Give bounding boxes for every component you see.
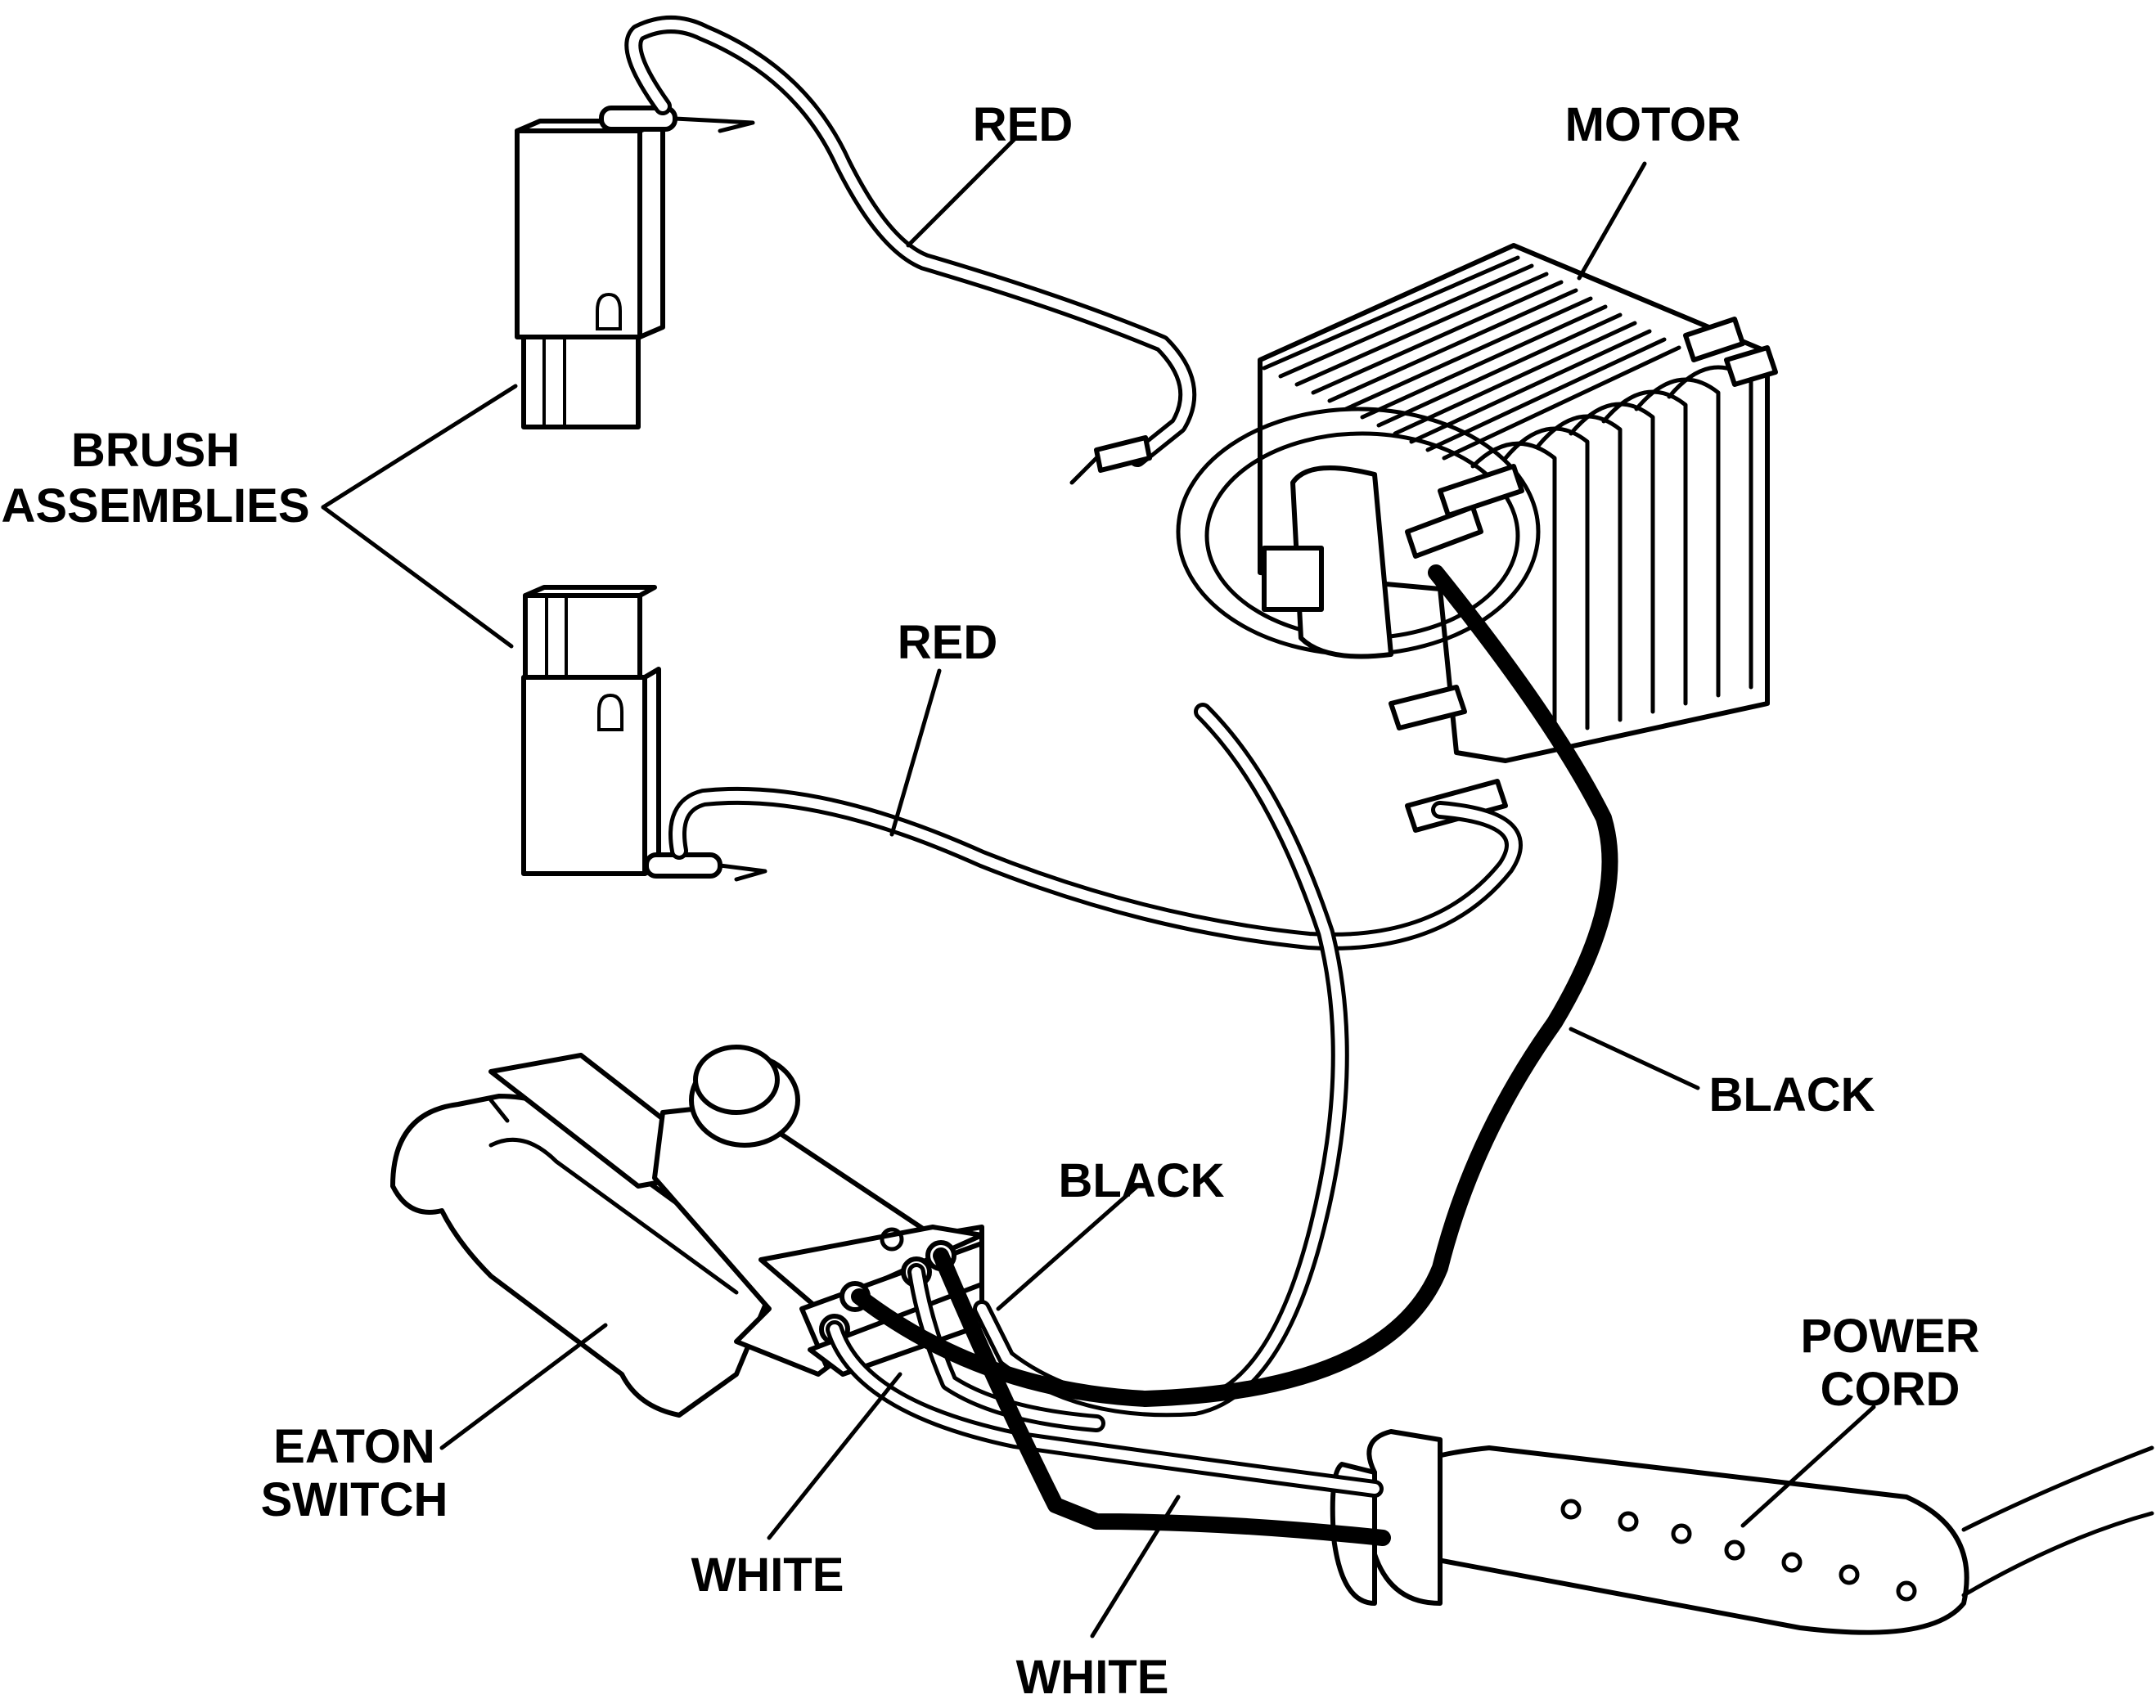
- label-power-line2: CORD: [1821, 1363, 1960, 1416]
- brush-assembly-top: [515, 106, 755, 429]
- label-black-right: BLACK: [1709, 1068, 1875, 1121]
- label-eaton-line1: EATON: [273, 1420, 435, 1473]
- wires: [624, 16, 1618, 1546]
- motor: [1176, 243, 1778, 833]
- label-power-line1: POWER: [1800, 1310, 1979, 1363]
- label-white-bottom: WHITE: [1016, 1651, 1169, 1704]
- label-white-left: WHITE: [691, 1548, 844, 1602]
- power-cord: [1330, 1429, 2154, 1635]
- label-red-mid: RED: [898, 616, 997, 669]
- leader-lines: [321, 137, 1876, 1638]
- label-eaton-line2: SWITCH: [261, 1473, 448, 1526]
- label-motor: MOTOR: [1565, 98, 1741, 151]
- label-brush-line2: ASSEMBLIES: [1, 479, 309, 533]
- label-brush-line1: BRUSH: [71, 424, 240, 477]
- label-red-top: RED: [973, 98, 1073, 151]
- eaton-switch: [390, 1045, 984, 1418]
- label-black-mid: BLACK: [1059, 1154, 1225, 1207]
- labels: RED MOTOR BRUSH ASSEMBLIES RED BLACK BLA…: [1, 98, 1979, 1704]
- brush-assembly-bottom: [521, 585, 767, 882]
